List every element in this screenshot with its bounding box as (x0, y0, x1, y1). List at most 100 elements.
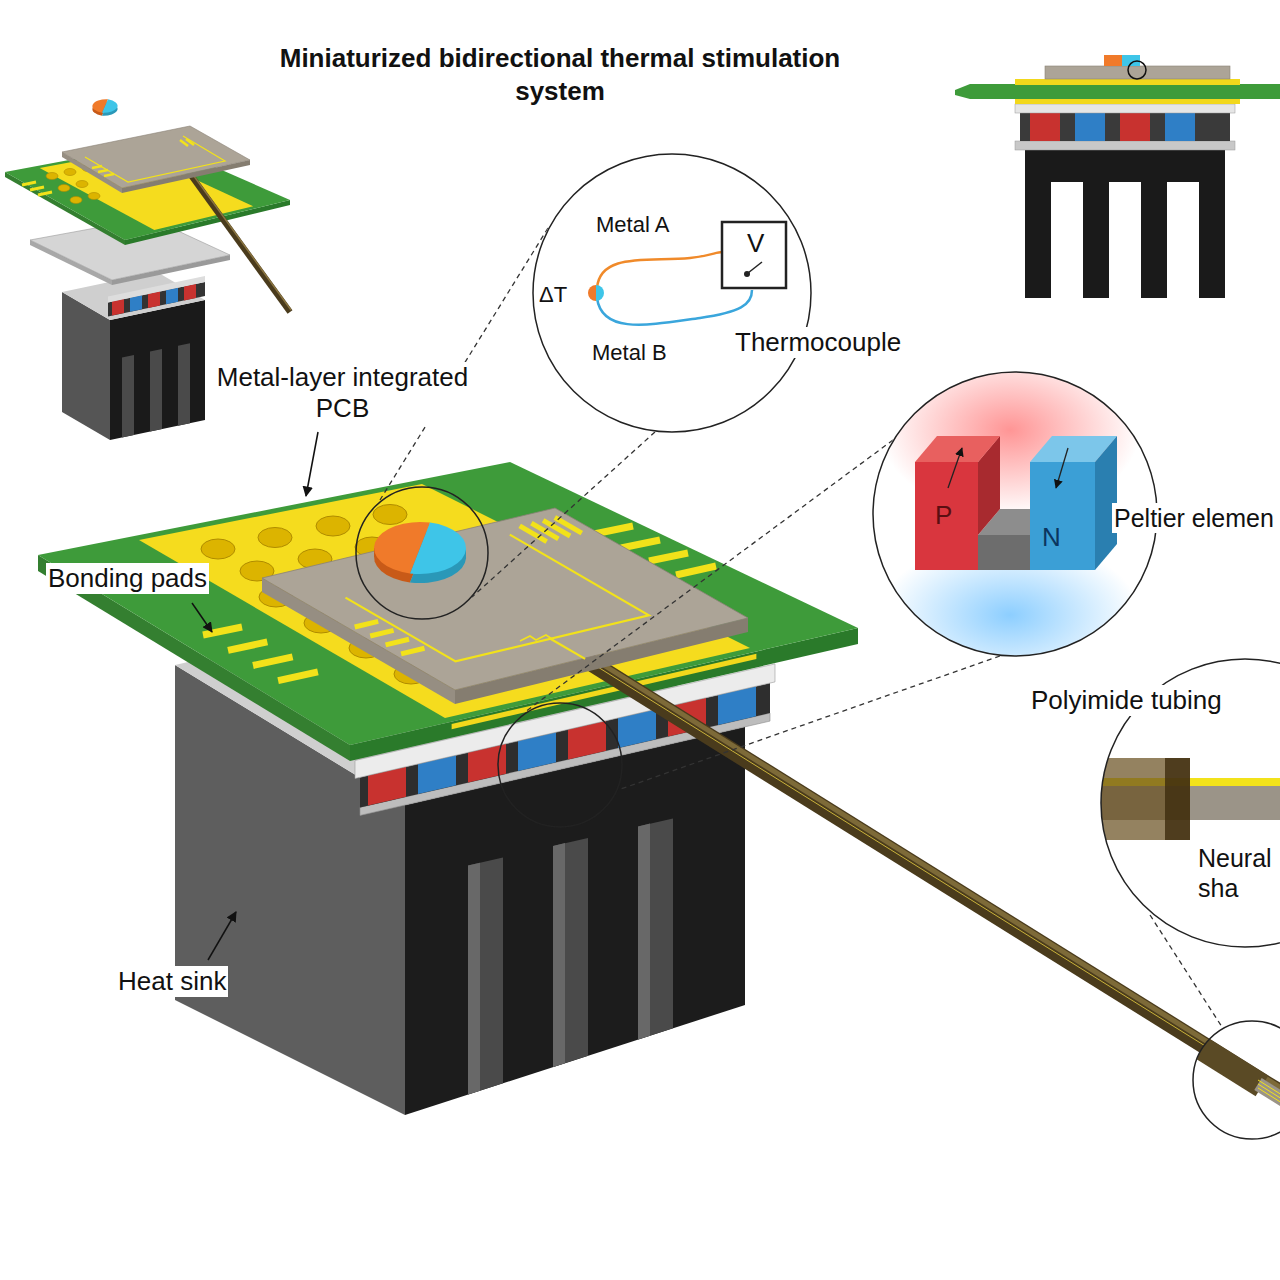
side-view (1015, 104, 1235, 113)
callout-text: P (933, 500, 954, 531)
highlight-circle (356, 487, 488, 619)
exploded-view (62, 126, 250, 188)
exploded-view (186, 139, 194, 145)
callout-text: Metal B (590, 340, 669, 366)
thermocouple-schematic (596, 285, 604, 301)
thermocouple-schematic (748, 262, 762, 273)
callout-circle: Polyimide tubingNeural sha (1100, 658, 1280, 948)
thermal-disk (410, 523, 466, 574)
side-view (1141, 182, 1167, 298)
side-view (1025, 150, 1225, 182)
bonding-pad (649, 553, 688, 561)
exploded-view (22, 182, 36, 185)
heat-sink (553, 838, 588, 1067)
exploded-view (102, 99, 118, 113)
heat-sink (468, 858, 503, 1095)
exploded-view (58, 185, 70, 192)
pcb-board (139, 484, 750, 718)
side-view (1015, 141, 1235, 150)
heat-sink (468, 863, 480, 1095)
pcb-hole (201, 539, 235, 559)
thermocouple-schematic (597, 290, 752, 325)
peltier-schematic (880, 345, 1140, 690)
thermocouple-schematic (532, 153, 812, 433)
peltier-schematic (978, 535, 1030, 570)
chip-substrate (386, 639, 409, 645)
exploded-view (76, 181, 88, 188)
bonding-pad (253, 657, 293, 666)
callout-text: N (1040, 522, 1063, 553)
bonding-pad (594, 526, 633, 534)
probe-tip-magnified (1193, 1021, 1280, 1139)
heat-sink (553, 843, 565, 1067)
side-view (1165, 113, 1195, 141)
callout-dashed-line (525, 440, 893, 712)
exploded-view (184, 284, 196, 301)
peltier-schematic (915, 462, 978, 570)
heat-sink (638, 818, 673, 1039)
side-view (1075, 113, 1105, 141)
heat-sink (638, 824, 650, 1040)
thermocouple-schematic (588, 285, 596, 301)
leader-arrow (306, 432, 318, 496)
side-view (1020, 113, 1230, 141)
exploded-view (92, 166, 102, 168)
callout-text: Peltier elemen (1112, 503, 1276, 533)
exploded-view (130, 295, 142, 312)
leader-arrow (208, 912, 236, 960)
pcb-hole (316, 516, 350, 536)
peltier-schematic (948, 448, 962, 488)
pcb-board (38, 462, 858, 745)
side-view (1015, 99, 1240, 104)
probe-tip-magnified (1258, 1084, 1280, 1129)
exploded-view (46, 173, 58, 180)
side-view (1045, 66, 1230, 79)
probe-tip-magnified (1258, 1088, 1280, 1133)
probe-magnified (1095, 758, 1190, 840)
exploded-view (38, 192, 52, 195)
callout-text: V (745, 228, 766, 259)
side-view (955, 84, 1280, 99)
leader-arrow (192, 432, 318, 960)
callout-dashed-line (380, 228, 1222, 1027)
diagram-title: Miniaturized bidirectional thermal stimu… (258, 42, 862, 108)
exploded-view (178, 343, 190, 426)
heat-sink (405, 727, 745, 1115)
callout-text: Polyimide tubing (1029, 685, 1224, 716)
side-view (1025, 182, 1051, 298)
thermocouple-schematic (722, 222, 786, 288)
side-view (955, 55, 1280, 298)
exploded-view (98, 170, 108, 172)
callout-circle: PNPeltier elemen (872, 371, 1158, 657)
peltier-schematic (915, 436, 1000, 462)
pcb-hole (373, 505, 407, 525)
pcb-board (38, 462, 858, 761)
thermocouple-schematic (532, 153, 812, 433)
callout-dashed-line (472, 432, 655, 597)
chip-substrate (401, 648, 424, 654)
bonding-pad (676, 566, 716, 575)
peltier-schematic (1056, 448, 1068, 488)
callout-text: Neural sha (1196, 843, 1276, 903)
side-view (1199, 182, 1225, 298)
exploded-view (70, 197, 82, 204)
exploded-view (122, 355, 134, 438)
highlight-circle (356, 487, 622, 827)
callout-circle-outline (532, 153, 812, 433)
thermocouple-schematic (597, 252, 722, 288)
side-view (1120, 113, 1150, 141)
exploded-view (85, 136, 225, 182)
leader-arrow (192, 603, 212, 632)
chip-substrate (355, 621, 379, 627)
pcb-hole (258, 528, 292, 548)
exploded-view (30, 187, 44, 190)
exploded-view (190, 174, 290, 312)
exploded-view (104, 174, 114, 176)
exploded-view (150, 349, 162, 432)
peltier-schematic (1030, 462, 1095, 570)
callout-text: Thermocouple (733, 327, 903, 358)
highlight-circle (498, 703, 622, 827)
probe-tip-magnified (1190, 1041, 1280, 1133)
exploded-view (148, 292, 160, 309)
